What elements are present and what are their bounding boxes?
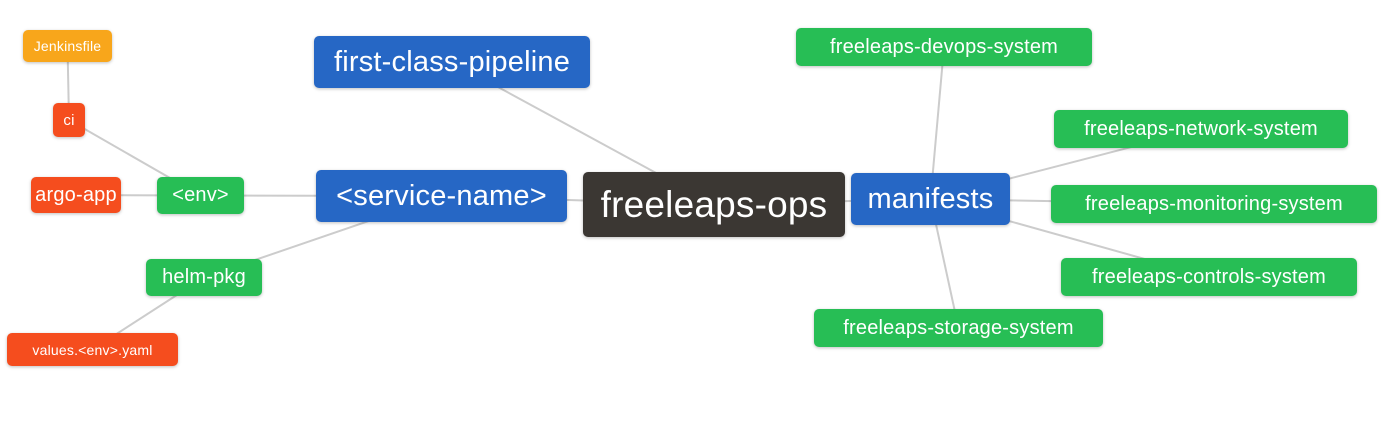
- node-first-class-pipeline[interactable]: first-class-pipeline: [314, 36, 590, 88]
- node-env[interactable]: <env>: [157, 177, 244, 214]
- node-helm-pkg[interactable]: helm-pkg: [146, 259, 262, 296]
- node-monitoring-system[interactable]: freeleaps-monitoring-system: [1051, 185, 1377, 223]
- node-storage-system[interactable]: freeleaps-storage-system: [814, 309, 1103, 347]
- node-values-env-yaml[interactable]: values.<env>.yaml: [7, 333, 178, 366]
- node-freeleaps-ops[interactable]: freeleaps-ops: [583, 172, 845, 237]
- node-jenkinsfile[interactable]: Jenkinsfile: [23, 30, 112, 62]
- node-network-system[interactable]: freeleaps-network-system: [1054, 110, 1348, 148]
- node-controls-system[interactable]: freeleaps-controls-system: [1061, 258, 1357, 296]
- node-devops-system[interactable]: freeleaps-devops-system: [796, 28, 1092, 66]
- node-service-name[interactable]: <service-name>: [316, 170, 567, 222]
- node-manifests[interactable]: manifests: [851, 173, 1010, 225]
- node-ci[interactable]: ci: [53, 103, 85, 137]
- node-argo-app[interactable]: argo-app: [31, 177, 121, 213]
